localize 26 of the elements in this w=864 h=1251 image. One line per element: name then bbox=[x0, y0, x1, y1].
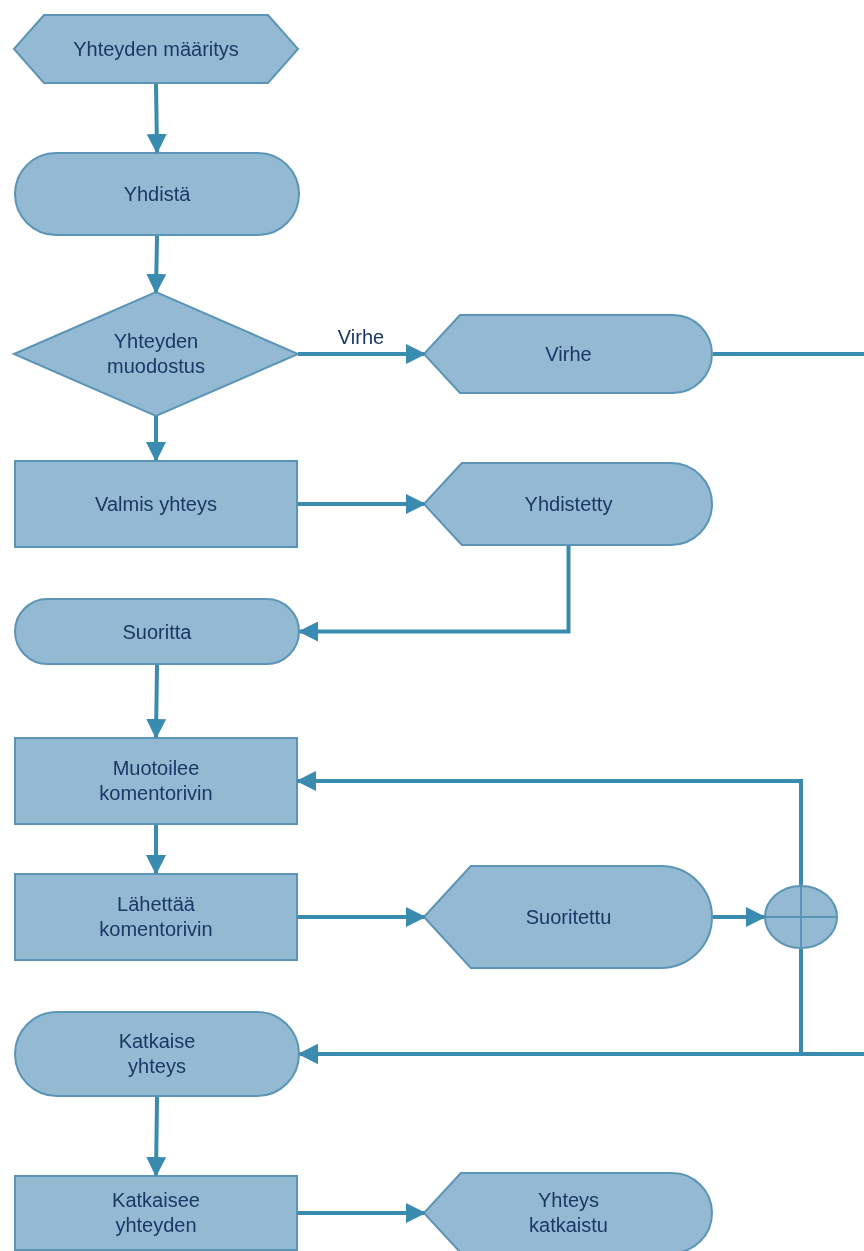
arrow bbox=[146, 825, 166, 875]
node-label: Yhdistä bbox=[122, 181, 192, 207]
node-label: Katkaise yhteys bbox=[117, 1029, 197, 1079]
node-label: Yhdistetty bbox=[523, 491, 614, 517]
arrow bbox=[146, 1096, 167, 1177]
arrow bbox=[146, 664, 167, 739]
node-label: Yhteyden muodostus bbox=[106, 329, 206, 379]
arrow bbox=[146, 235, 167, 294]
node-label: Katkaisee yhteyden bbox=[111, 1188, 201, 1238]
arrow bbox=[146, 83, 167, 154]
arrow bbox=[298, 546, 571, 642]
arrow bbox=[298, 907, 426, 927]
node-label: Virhe bbox=[544, 341, 593, 367]
arrow bbox=[298, 1203, 426, 1223]
node-label: Yhteys katkaistu bbox=[528, 1188, 609, 1238]
node-label: Valmis yhteys bbox=[94, 491, 218, 517]
arrow bbox=[298, 344, 426, 364]
node-label: Suoritta bbox=[121, 619, 193, 644]
arrow bbox=[713, 907, 766, 927]
node-label: Muotoilee komentorivin bbox=[98, 756, 214, 806]
node-label: Yhteyden määritys bbox=[72, 36, 240, 62]
arrow bbox=[298, 494, 426, 514]
arrow bbox=[146, 416, 166, 462]
node-label: Suoritettu bbox=[524, 904, 613, 930]
connector-line bbox=[713, 352, 864, 356]
node-label: Lähettää komentorivin bbox=[98, 892, 214, 942]
